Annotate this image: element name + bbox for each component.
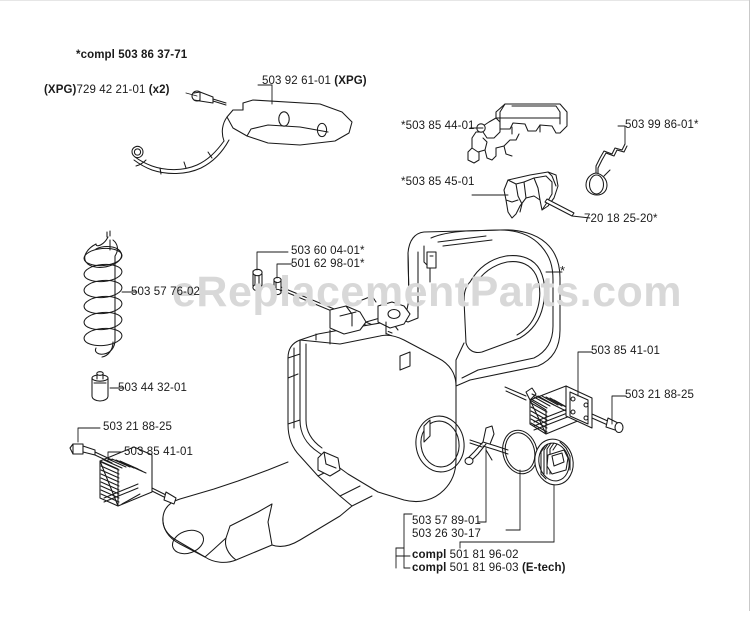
bushing-small — [91, 371, 109, 402]
label-spring-right: 503 85 41-01 — [591, 345, 660, 357]
label-compl-501-81-96-03: compl 501 81 96-03 (E-tech) — [412, 562, 566, 575]
label-trigger-assy: *503 85 44-01 — [401, 120, 475, 132]
leader-lines-top-left — [185, 84, 273, 105]
label-screw-left: 503 21 88-25 — [103, 421, 172, 433]
label-xpg-prefix: (XPG) — [44, 84, 77, 96]
label-oring-503-57: 503 57 89-01 — [412, 515, 481, 527]
label-throttle-lever: *503 85 45-01 — [401, 176, 475, 188]
label-brake-handle: 503 92 61-01 (XPG) — [262, 75, 367, 88]
brake-band — [131, 139, 230, 175]
label-bushing-small: 503 44 32-01 — [118, 382, 187, 394]
label-compl-03-number: 501 81 96-03 — [449, 562, 519, 574]
pin-720 — [544, 198, 575, 217]
leader-lines-top-right — [469, 125, 626, 219]
label-compl-03-suffix: (E-tech) — [521, 562, 566, 574]
label-compl-word-2: compl — [412, 562, 447, 574]
brake-handle-assembly — [221, 99, 353, 146]
label-brake-handle-number: 503 92 61-01 — [262, 75, 331, 87]
label-oring-503-26: 503 26 30-17 — [412, 528, 481, 540]
label-wire-link: 503 99 86-01* — [625, 119, 699, 131]
label-coil-spring: 503 57 76-02 — [131, 286, 200, 298]
label-xpg-screw: (XPG)729 42 21-01 (x2) — [44, 84, 170, 97]
label-xpg-qty: (x2) — [148, 84, 170, 96]
label-pin-720: 720 18 25-20* — [584, 213, 658, 225]
wire-link — [585, 143, 628, 196]
label-washer-503-60: 503 60 04-01* — [291, 245, 365, 257]
coil-spring — [83, 230, 123, 358]
label-handle-asterisk: * — [560, 263, 566, 278]
label-brake-handle-suffix: (XPG) — [334, 75, 367, 87]
label-compl-501-81-96-02: compl 501 81 96-02 — [412, 549, 519, 562]
fuel-cap-assembly — [464, 425, 574, 486]
label-screw-right: 503 21 88-25 — [625, 389, 694, 401]
leader-lines-body — [77, 251, 627, 569]
throttle-trigger-assembly — [467, 103, 568, 164]
washer-and-nut — [252, 268, 282, 296]
label-compl-word-1: compl — [412, 549, 447, 561]
label-spring-left: 503 85 41-01 — [124, 446, 193, 458]
throttle-lock-lever — [503, 171, 559, 219]
label-compl-02-number: 501 81 96-02 — [449, 549, 519, 561]
fuel-tank-handle-body — [162, 229, 561, 563]
spring-right-assembly — [504, 385, 624, 435]
label-nut-501-62: 501 62 98-01* — [291, 258, 365, 270]
spring-left-assembly — [69, 443, 177, 507]
page-top-rule — [0, 0, 750, 1]
brake-screw-729 — [191, 90, 227, 106]
label-xpg-number: 729 42 21-01 — [76, 84, 146, 96]
label-compl-top: *compl 503 86 37-71 — [76, 49, 188, 61]
